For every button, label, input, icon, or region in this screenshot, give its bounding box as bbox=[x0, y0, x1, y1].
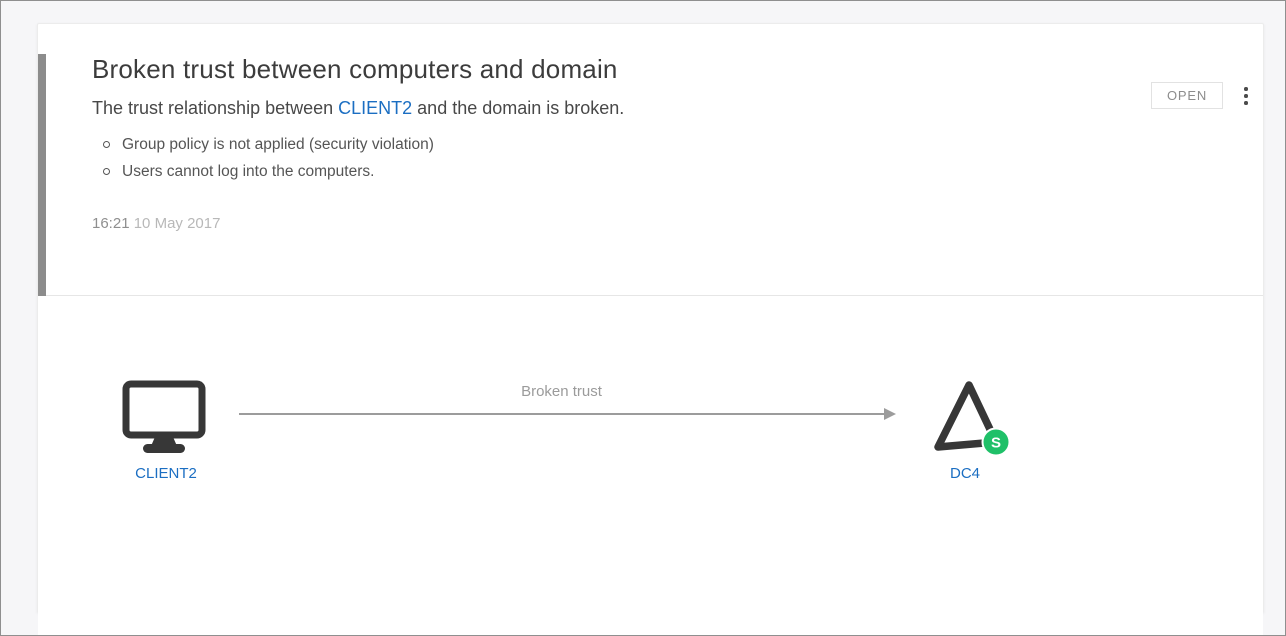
bullet-circle-icon bbox=[103, 168, 110, 175]
severity-accent-bar bbox=[38, 54, 46, 296]
target-node-label[interactable]: DC4 bbox=[949, 465, 980, 482]
status-badge: S bbox=[991, 435, 1001, 452]
edge-arrow-line bbox=[239, 413, 885, 415]
alert-timestamp: 16:21 10 May 2017 bbox=[92, 215, 1233, 232]
alert-title: Broken trust between computers and domai… bbox=[92, 54, 618, 84]
alert-bullet-item: Group policy is not applied (security vi… bbox=[92, 131, 1233, 158]
alert-card: Broken trust between computers and domai… bbox=[37, 23, 1264, 635]
domain-controller-icon: S bbox=[934, 381, 1011, 457]
bullet-circle-icon bbox=[103, 141, 110, 148]
timestamp-date: 10 May 2017 bbox=[133, 215, 221, 232]
computer-icon bbox=[122, 380, 206, 453]
bullet-text: Group policy is not applied (security vi… bbox=[122, 136, 434, 153]
attack-diagram: Broken trust S CLIENT2 DC4 bbox=[38, 296, 1263, 635]
alert-detail-list: Group policy is not applied (security vi… bbox=[92, 131, 1233, 185]
description-prefix: The trust relationship between bbox=[92, 98, 339, 118]
source-node-label[interactable]: CLIENT2 bbox=[135, 465, 197, 482]
alert-card-header: Broken trust between computers and domai… bbox=[38, 54, 1263, 296]
kebab-menu-icon[interactable] bbox=[1235, 83, 1257, 109]
status-open-button[interactable]: OPEN bbox=[1151, 82, 1223, 109]
client2-entity-link[interactable]: CLIENT2 bbox=[338, 98, 413, 118]
alert-bullet-item: Users cannot log into the computers. bbox=[92, 158, 1233, 185]
alert-description: The trust relationship between CLIENT2 a… bbox=[92, 98, 1233, 119]
edge-arrowhead-icon bbox=[884, 408, 896, 420]
timestamp-time: 16:21 bbox=[92, 215, 130, 232]
bullet-text: Users cannot log into the computers. bbox=[122, 163, 375, 180]
edge-label: Broken trust bbox=[521, 383, 602, 400]
description-suffix: and the domain is broken. bbox=[412, 98, 625, 118]
